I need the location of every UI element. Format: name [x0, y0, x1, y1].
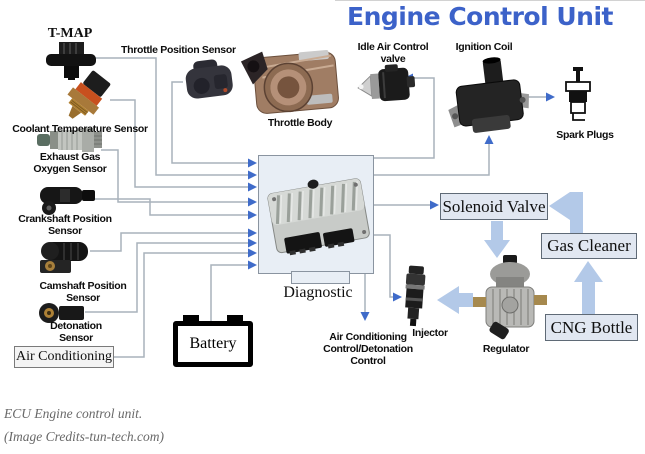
connector-lines-layer	[85, 57, 603, 358]
throttle-body-image	[240, 47, 343, 119]
crankshaft-position-sensor-label: Crankshaft Position Sensor	[18, 213, 112, 237]
cng-flow-arrows	[437, 192, 603, 315]
regulator-label: Regulator	[482, 343, 530, 355]
camshaft-position-sensor-label: Camshaft Position Sensor	[39, 280, 127, 304]
oxygen-sensor-image	[37, 126, 103, 154]
spark-plugs-label: Spark Plugs	[556, 129, 614, 141]
gas-cleaner-box: Gas Cleaner	[541, 233, 637, 259]
detonation-sensor-label: Detonation Sensor	[50, 320, 102, 344]
detonation-sensor-image	[35, 302, 87, 324]
battery-box: Battery	[173, 321, 253, 367]
injector-label: Injector	[412, 327, 448, 339]
battery-terminal-left	[183, 315, 199, 322]
regulator-image	[472, 255, 548, 341]
caption-line-2: (Image Credits-tun-tech.com)	[4, 429, 164, 444]
diagnostic-label: Diagnostic	[283, 284, 353, 301]
caption-line-1: ECU Engine control unit.	[4, 406, 143, 421]
throttle-position-sensor-label: Throttle Position Sensor	[121, 44, 236, 56]
spark-plug-image	[560, 67, 596, 123]
tmap-label: T-MAP	[47, 26, 93, 41]
ecu-module-image	[267, 178, 370, 256]
exhaust-gas-oxygen-sensor-label: Exhaust Gas Oxygen Sensor	[33, 151, 107, 175]
battery-terminal-right	[227, 315, 243, 322]
camshaft-sensor-image	[36, 239, 94, 277]
injector-image	[397, 265, 433, 327]
coolant-temperature-sensor-label: Coolant Temperature Sensor	[12, 123, 148, 135]
ignition-coil-label: Ignition Coil	[455, 41, 513, 53]
top-border-line	[335, 0, 645, 1]
idle-air-control-valve-label: Idle Air Control valve	[357, 41, 429, 65]
connector-lines	[85, 57, 547, 358]
page-title: Engine Control Unit	[347, 2, 613, 31]
idle-air-control-valve-image	[356, 64, 416, 106]
cng-bottle-box: CNG Bottle	[545, 314, 638, 341]
crankshaft-sensor-image	[34, 182, 96, 216]
ac-detonation-control-label: Air Conditioning Control/Detonation Cont…	[323, 331, 413, 367]
diagnostic-port	[291, 271, 350, 284]
tmap-sensor-image	[44, 41, 98, 81]
coolant-sensor-image	[58, 70, 112, 123]
air-conditioning-box: Air Conditioning	[14, 346, 114, 368]
solenoid-valve-box: Solenoid Valve	[440, 193, 548, 220]
ignition-coil-image	[443, 57, 535, 135]
throttle-body-label: Throttle Body	[267, 117, 333, 129]
throttle-position-sensor-image	[181, 58, 237, 102]
ecu-box	[258, 155, 374, 274]
